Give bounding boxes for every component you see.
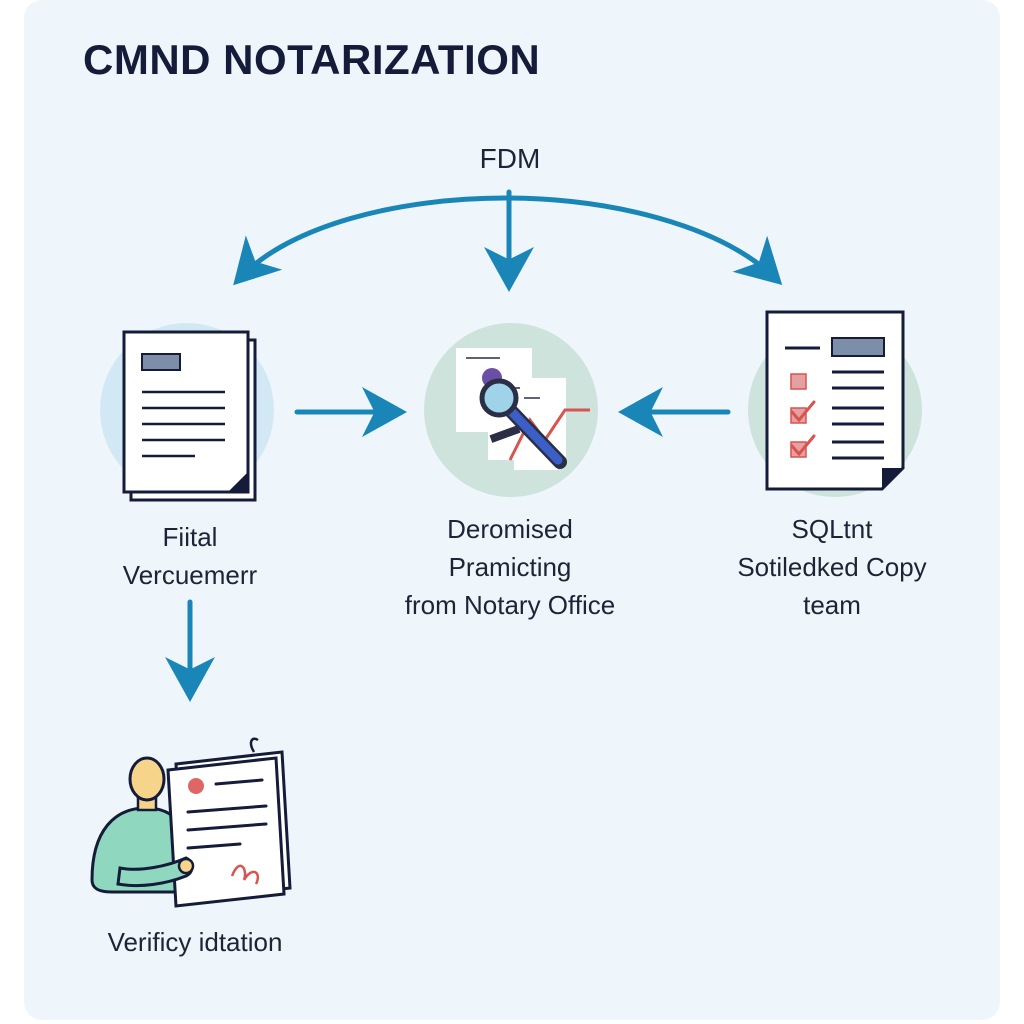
center-node-label-line2: Pramicting [448, 552, 572, 582]
top-node-label: FDM [479, 143, 541, 174]
person-with-document-icon [90, 737, 292, 908]
right-node-label-line2: Sotiledked Copy [737, 552, 927, 582]
center-node-label-line3: from Notary Office [404, 590, 616, 620]
arrows [165, 189, 783, 702]
document-icon [100, 323, 274, 502]
diagram-title: CMND NOTARIZATION [83, 36, 541, 83]
center-node-label: Deromised Pramicting from Notary Office [370, 510, 650, 624]
checklist-document-icon [748, 310, 922, 497]
bottom-node-label: Verificy idtation [107, 927, 283, 957]
left-node-label-line2: Vercuemerr [122, 560, 258, 590]
arc-arrow-right [502, 195, 783, 285]
right-node-label-line1: SQLtnt [791, 514, 873, 544]
left-node-label: Fiital Vercuemerr [85, 518, 295, 594]
arc-arrow-left [233, 195, 508, 286]
magnifier-icon [424, 323, 598, 497]
left-node-label-line1: Fiital [162, 522, 218, 552]
center-node-label-line1: Deromised [447, 514, 573, 544]
right-node-label-line3: team [803, 590, 861, 620]
right-node-label: SQLtnt Sotiledked Copy team [712, 510, 952, 624]
